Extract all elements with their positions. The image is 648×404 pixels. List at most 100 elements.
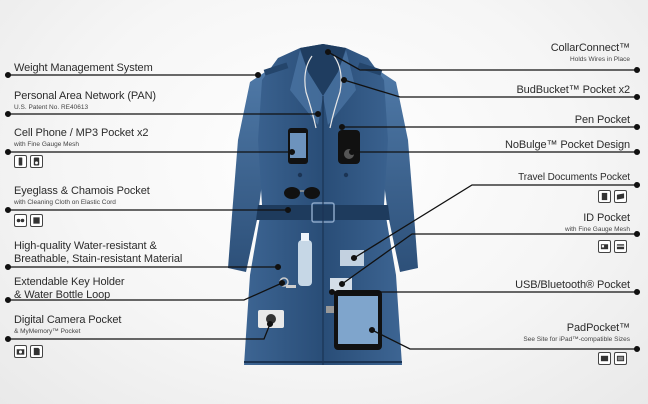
leader-id-start-dot [633,230,641,238]
label-title: Digital Camera Pocket [14,314,122,326]
leader-pen-start-dot [633,123,641,131]
phone-illustration [288,128,308,164]
leader-camera-end-dot [266,320,274,328]
label-title: Eyeglass & Chamois Pocket [14,185,150,197]
id-card-icon [598,240,611,253]
label-title-line2: Breathable, Stain-resistant Material [14,252,183,265]
leader-usb-start-dot [633,288,641,296]
label-title-line1: High-quality Water-resistant & [14,240,157,252]
leader-cell-end-dot [288,148,296,156]
leader-pan-start-dot [4,110,12,118]
leader-bud [343,79,637,98]
label-usb-bluetooth: USB/Bluetooth® Pocket [515,279,630,292]
leader-eyeglass-start-dot [4,206,12,214]
label-subtitle: See Site for iPad™-compatible Sizes [523,335,630,343]
memory-card-icon [30,345,43,358]
label-material: High-quality Water-resistant & Breathabl… [14,240,182,265]
label-eyeglass: Eyeglass & Chamois Pocket with Cleaning … [14,185,150,206]
water-bottle-illustration [298,233,312,286]
leader-pad [371,329,637,350]
leader-collar-start-dot [633,66,641,74]
cloth-icon [30,214,43,227]
earbud-wire [304,55,342,129]
tablet-alt-icon [614,352,627,365]
label-title-line1: Extendable Key Holder [14,276,125,288]
label-subtitle: with Cleaning Cloth on Elastic Cord [14,198,116,206]
label-title: PadPocket™ [566,322,630,334]
icons-id [598,240,627,253]
leader-material-end-dot [274,263,282,271]
leader-weight-start-dot [4,71,12,79]
coat-epaulette-left [263,62,289,76]
leader-usb-end-dot [328,288,336,296]
card-icon [614,240,627,253]
sunglasses-illustration [284,187,320,199]
label-title: NoBulge™ Pocket Design [505,139,630,151]
label-title: Travel Documents Pocket [518,172,630,183]
leader-id [341,233,637,285]
icons-cell [14,155,43,168]
label-title: BudBucket™ Pocket x2 [516,84,630,96]
leader-camera-start-dot [4,335,12,343]
leader-nobulge-start-dot [633,148,641,156]
ipad-illustration [334,290,382,350]
label-camera: Digital Camera Pocket & MyMemory™ Pocket [14,314,121,335]
leader-key-start-dot [4,296,12,304]
label-pen-pocket: Pen Pocket [575,114,630,127]
label-weight-management: Weight Management System [14,62,153,75]
label-budbucket: BudBucket™ Pocket x2 [516,84,630,97]
leader-travel [353,184,637,259]
leader-pad-end-dot [368,326,376,334]
leader-key-end-dot [278,279,286,287]
phone-icon [14,155,27,168]
label-subtitle: Holds Wires in Place [570,55,630,63]
label-collarconnect: CollarConnect™ Holds Wires in Place [551,42,630,63]
leader-camera [8,323,271,340]
leader-pad-start-dot [633,345,641,353]
coat [228,44,418,365]
icons-eyeglass [14,214,43,227]
leader-weight-end-dot [254,71,262,79]
leader-key [8,282,283,301]
leader-material-start-dot [4,263,12,271]
passport-icon [598,190,611,203]
label-nobulge: NoBulge™ Pocket Design [505,139,630,152]
leader-bud-end-dot [340,76,348,84]
label-title: Cell Phone / MP3 Pocket x2 [14,127,149,139]
label-title: Personal Area Network (PAN) [14,90,156,102]
leader-lines [4,48,641,353]
coat-right-sleeve [378,70,418,272]
leader-cell-start-dot [4,148,12,156]
icons-travel [598,190,627,203]
label-padpocket: PadPocket™ See Site for iPad™-compatible… [523,322,630,343]
icons-camera [14,345,43,358]
coat-lapel-right [323,50,356,125]
leader-collar [327,51,637,71]
usb-illustration [326,306,340,313]
coat-left-sleeve [228,70,268,272]
label-cell-phone: Cell Phone / MP3 Pocket x2 with Fine Gau… [14,127,148,148]
tablet-icon [598,352,611,365]
coat-epaulette-right [357,62,383,76]
camera-icon [14,345,27,358]
leader-bud-start-dot [633,93,641,101]
leader-travel-end-dot [350,254,358,262]
label-subtitle: U.S. Patent No. RE40613 [14,103,89,111]
mp3-illustration [338,130,360,164]
leader-pan-end-dot [314,110,322,118]
label-subtitle: with Fine Gauge Mesh [564,225,630,233]
leader-travel-start-dot [633,181,641,189]
label-title: Pen Pocket [574,114,630,126]
label-title: Weight Management System [14,62,153,74]
label-key-holder: Extendable Key Holder & Water Bottle Loo… [14,276,125,301]
leader-nobulge-end-dot [348,148,356,156]
leader-id-end-dot [338,280,346,288]
ticket-icon [614,190,627,203]
leader-eyeglass-end-dot [284,206,292,214]
label-title: CollarConnect™ [550,42,630,54]
label-id-pocket: ID Pocket with Fine Gauge Mesh [565,212,630,233]
coat-lapel-left [290,50,323,125]
leader-pen-end-dot [338,123,346,131]
